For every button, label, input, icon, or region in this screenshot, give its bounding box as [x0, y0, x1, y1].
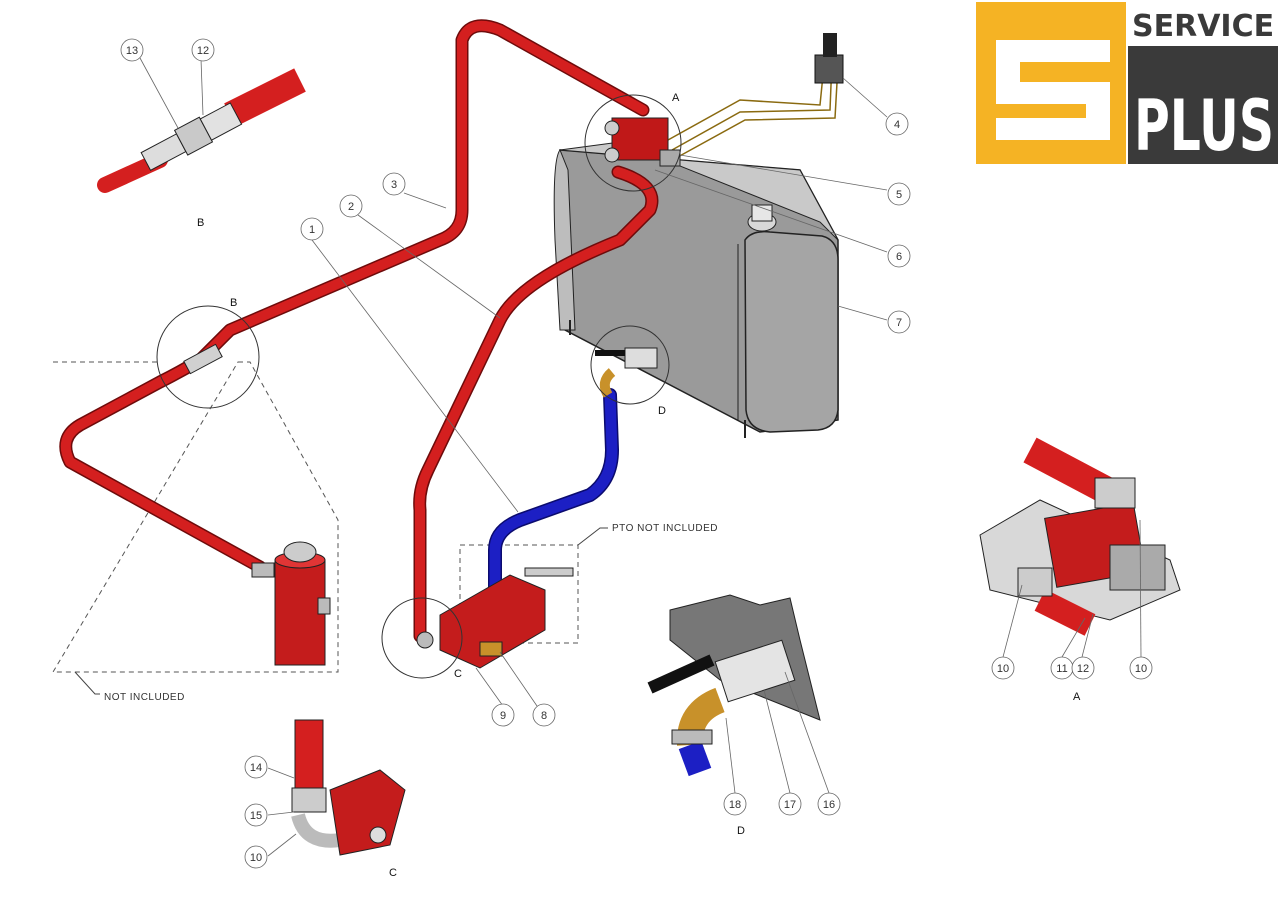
callout-5: 5 [896, 189, 902, 201]
callout-d-17: 17 [784, 799, 796, 811]
callout-3: 3 [391, 179, 397, 191]
logo-bottom-text: PLUS [1134, 85, 1274, 167]
callout-c-10: 10 [250, 852, 262, 864]
quick-coupling-main [183, 343, 223, 375]
detail-label-a: A [1073, 691, 1081, 703]
detail-d-ball-valve [647, 594, 821, 777]
callout-2: 2 [348, 201, 354, 213]
pressure-hose-pump [413, 165, 659, 643]
callout-8: 8 [541, 710, 547, 722]
callout-a-12: 12 [1077, 663, 1089, 675]
tank-ball-valve [595, 347, 658, 398]
callout-b-13: 13 [126, 45, 138, 57]
callout-c-15: 15 [250, 810, 262, 822]
callout-6: 6 [896, 251, 902, 263]
callout-d-18: 18 [729, 799, 741, 811]
detail-circles [156, 94, 682, 679]
callout-b-12: 12 [197, 45, 209, 57]
callout-a-10-left: 10 [997, 663, 1009, 675]
detail-label-c: C [389, 867, 397, 879]
callout-1: 1 [309, 224, 315, 236]
service-plus-logo: SERVICE PLUS [976, 2, 1278, 167]
callout-c-14: 14 [250, 762, 262, 774]
detail-label-c-main: C [454, 668, 462, 680]
detail-label-d: D [737, 825, 745, 837]
callout-numbers: 1 2 3 4 5 6 7 8 9 13 12 10 11 12 10 14 1… [126, 45, 1147, 864]
control-cables [667, 54, 839, 159]
detail-label-b: B [197, 217, 204, 229]
callout-d-16: 16 [823, 799, 835, 811]
callout-a-10-right: 10 [1135, 663, 1147, 675]
pressure-hose-main [59, 19, 650, 574]
not-included-note: NOT INCLUDED [74, 671, 185, 703]
detail-label-a-main: A [672, 92, 680, 104]
callout-leaders [139, 57, 1142, 857]
callout-4: 4 [894, 119, 900, 131]
control-lever [814, 33, 844, 84]
pto-not-included-text: PTO NOT INCLUDED [612, 523, 718, 534]
detail-label-b-main: B [230, 297, 237, 309]
hydraulic-pump [416, 567, 574, 669]
detail-b-coupling [97, 68, 306, 193]
suction-hose [488, 388, 619, 647]
logo-top-text: SERVICE [1132, 9, 1274, 44]
callout-a-11: 11 [1056, 663, 1067, 675]
callout-9: 9 [500, 710, 506, 722]
detail-label-d-main: D [658, 405, 666, 417]
callout-bubbles [120, 38, 1153, 869]
detail-a-valve [979, 437, 1181, 636]
hydraulic-tank [553, 141, 839, 438]
not-included-text: NOT INCLUDED [104, 692, 185, 703]
detail-c-pump-fitting [291, 719, 406, 856]
callout-7: 7 [896, 317, 902, 329]
control-valve-block [604, 117, 681, 167]
hydraulic-cylinder [251, 541, 331, 666]
not-included-box [52, 361, 339, 673]
pto-note: PTO NOT INCLUDED [577, 523, 718, 546]
logo-s-mark [996, 40, 1110, 140]
